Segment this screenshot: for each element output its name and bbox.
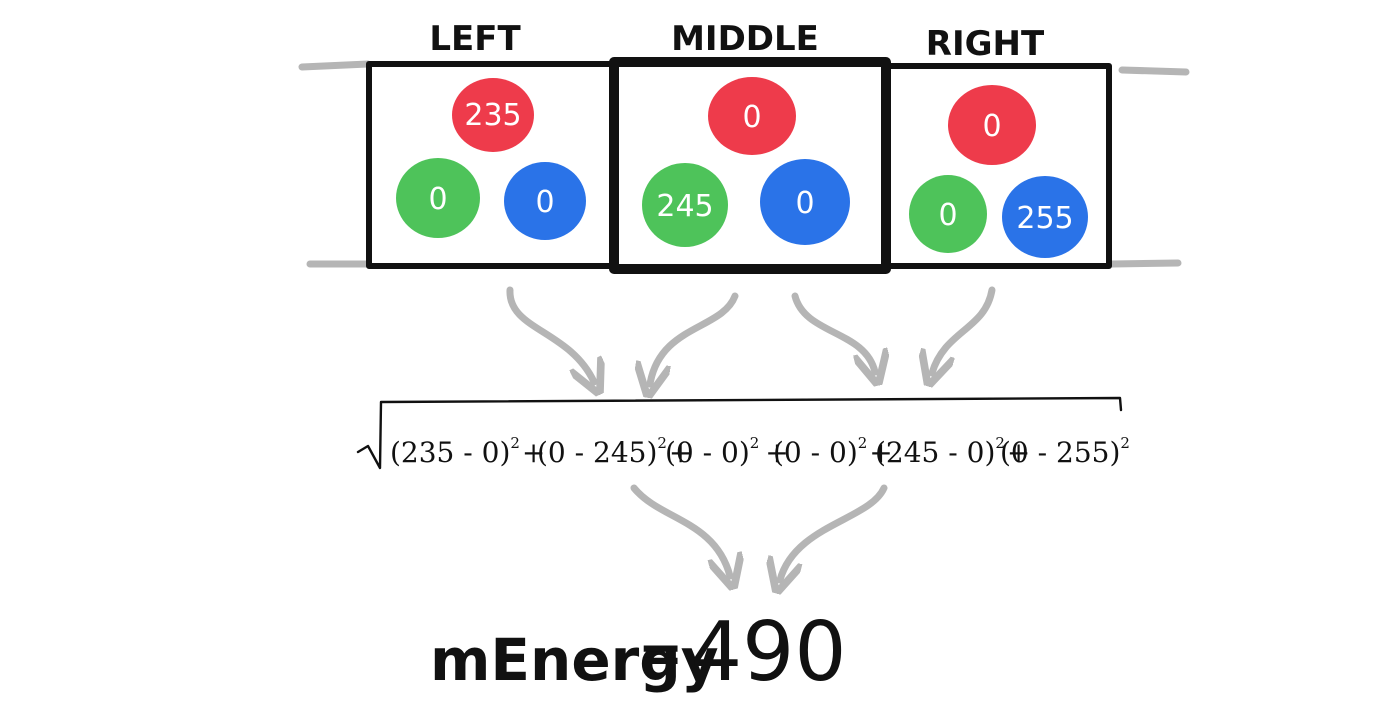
left-blue-value: 0	[535, 185, 554, 220]
column-title-right: RIGHT	[926, 24, 1045, 64]
arrow-formula-to-result-right	[780, 484, 888, 580]
arrow-right-to-formula	[932, 286, 996, 373]
arrow-formula-to-result-left	[630, 484, 730, 576]
term-5-exp: 2	[995, 434, 1005, 452]
term-3-exp: 2	[750, 434, 760, 452]
left-green-circle	[396, 158, 480, 238]
formula-term-5: (245 - 0)2+	[875, 434, 1030, 469]
rail-left-top	[298, 60, 372, 71]
result-value: 490	[690, 605, 847, 700]
right-blue-circle	[1002, 176, 1088, 258]
result-label: mEnergy	[430, 626, 719, 694]
left-green-pixel: 0	[396, 158, 480, 238]
formula-term-3: (0 - 0)2 +	[665, 434, 789, 469]
term-6-expr: (0 - 255)	[1000, 436, 1120, 469]
term-1-plus: +	[522, 436, 545, 469]
middle-green-value: 245	[656, 189, 713, 224]
term-2-plus: +	[669, 436, 692, 469]
left-blue-circle	[504, 162, 586, 240]
term-4-plus: +	[869, 436, 892, 469]
term-4-expr: (0 - 0)	[773, 436, 858, 469]
left-red-value: 235	[464, 98, 521, 133]
formula-term-2: (0 - 245)2+	[537, 434, 692, 469]
term-3-plus: +	[765, 436, 788, 469]
formula-term-4: (0 - 0)2+	[773, 434, 893, 469]
right-red-circle	[948, 85, 1036, 165]
term-2-expr: (0 - 245)	[537, 436, 657, 469]
term-5-expr: (245 - 0)	[875, 436, 995, 469]
arrow-middle-right-to-formula	[791, 292, 875, 372]
right-green-value: 0	[938, 198, 957, 233]
arrow-left-to-formula	[506, 286, 594, 382]
middle-red-circle	[708, 77, 796, 155]
column-title-left: LEFT	[429, 19, 521, 59]
right-blue-value: 255	[1016, 201, 1073, 236]
middle-blue-pixel: 0	[760, 159, 850, 245]
right-red-value: 0	[982, 109, 1001, 144]
left-red-pixel: 235	[452, 78, 534, 152]
term-1-expr: (235 - 0)	[390, 436, 510, 469]
formula: (235 - 0)2+ (0 - 245)2+ (0 - 0)2+ (0 - 0…	[390, 434, 1130, 469]
middle-red-value: 0	[742, 100, 761, 135]
right-green-circle	[909, 175, 987, 253]
formula-term-6: (0 - 255)2	[1000, 434, 1130, 469]
formula-term-1: (235 - 0)2+	[390, 434, 545, 469]
left-red-circle	[452, 78, 534, 152]
rail-right-top	[1118, 66, 1190, 76]
term-1-exp: 2	[510, 434, 520, 452]
term-4-exp: 2	[858, 434, 868, 452]
term-5-plus: +	[1007, 436, 1030, 469]
left-green-value: 0	[428, 182, 447, 217]
middle-blue-value: 0	[795, 186, 814, 221]
middle-red-pixel: 0	[708, 77, 796, 155]
term-6-exp: 2	[1120, 434, 1130, 452]
square-root-sign	[356, 396, 1123, 470]
term-3-expr: (0 - 0)	[665, 436, 750, 469]
middle-green-pixel: 245	[642, 163, 728, 247]
arrow-middle-left-to-formula	[650, 292, 739, 384]
right-green-pixel: 0	[909, 175, 987, 253]
right-blue-pixel: 255	[1002, 176, 1088, 258]
left-blue-pixel: 0	[504, 162, 586, 240]
middle-blue-circle	[760, 159, 850, 245]
right-red-pixel: 0	[948, 85, 1036, 165]
rail-right-bottom	[1108, 259, 1182, 268]
result-equals: =	[638, 622, 683, 685]
term-2-exp: 2	[657, 434, 667, 452]
box-middle	[609, 57, 891, 274]
middle-green-circle	[642, 163, 728, 247]
column-title-middle: MIDDLE	[671, 19, 819, 59]
